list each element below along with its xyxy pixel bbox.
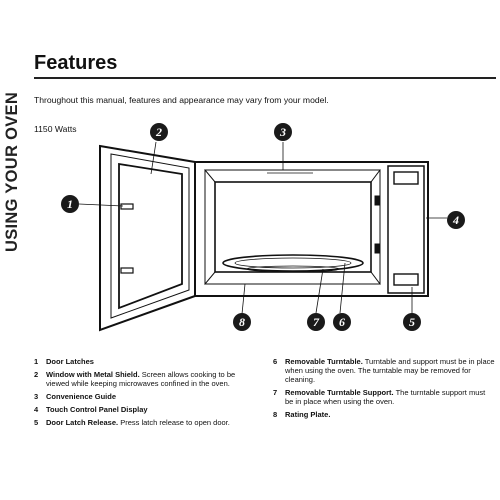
callout-2: 2 xyxy=(155,125,162,139)
convenience-guide xyxy=(263,169,317,174)
page-title: Features xyxy=(34,52,118,74)
callout-4: 4 xyxy=(452,213,459,227)
turntable xyxy=(222,254,364,273)
feature-item: 1 Door Latches xyxy=(34,357,256,366)
door-latches xyxy=(120,203,134,274)
callout-badge-2 xyxy=(150,123,168,141)
callout-badge-8 xyxy=(233,313,251,331)
feature-name: Window with Metal Shield. xyxy=(46,370,140,379)
callout-7: 7 xyxy=(313,315,320,329)
feature-list-left: 1 Door Latches 2 Window with Metal Shiel… xyxy=(34,357,256,431)
feature-name: Door Latch Release. xyxy=(46,418,119,427)
feature-name: Touch Control Panel Display xyxy=(46,405,148,414)
feature-item: 4 Touch Control Panel Display xyxy=(34,405,256,414)
control-panel xyxy=(387,165,425,294)
callout-badge-6 xyxy=(333,313,351,331)
feature-number: 3 xyxy=(34,392,39,401)
callout-badge-5 xyxy=(403,313,421,331)
feature-name: Rating Plate. xyxy=(285,410,331,419)
callout-leaders xyxy=(78,141,447,315)
callout-badge-7 xyxy=(307,313,325,331)
feature-number: 8 xyxy=(273,410,278,419)
feature-list-right: 6 Removable Turntable. Turntable and sup… xyxy=(273,357,495,423)
feature-description: Press latch release to open door. xyxy=(118,418,230,427)
feature-number: 6 xyxy=(273,357,278,366)
door-latch-release-button xyxy=(393,273,419,286)
title-divider xyxy=(34,77,496,79)
feature-number: 5 xyxy=(34,418,39,427)
microwave-door xyxy=(99,144,201,332)
feature-name: Removable Turntable Support. xyxy=(285,388,394,397)
feature-number: 2 xyxy=(34,370,39,379)
callout-3: 3 xyxy=(279,125,286,139)
feature-description: Screen allows cooking to be viewed while… xyxy=(46,370,236,388)
callout-badge-1 xyxy=(61,195,79,213)
callout-badge-3 xyxy=(274,123,292,141)
feature-item: 8 Rating Plate. xyxy=(273,410,495,419)
turntable-support xyxy=(246,265,340,273)
microwave-diagram: 1 2 3 4 5 6 7 8 xyxy=(61,123,465,332)
callout-1: 1 xyxy=(67,197,73,211)
callout-8: 8 xyxy=(239,315,245,329)
callout-5: 5 xyxy=(409,315,415,329)
feature-number: 1 xyxy=(34,357,39,366)
microwave-cabinet xyxy=(194,161,429,297)
feature-description: Turntable and support must be in place w… xyxy=(285,357,495,384)
feature-name: Door Latches xyxy=(46,357,94,366)
feature-number: 7 xyxy=(273,388,278,397)
feature-name: Convenience Guide xyxy=(46,392,117,401)
callout-badge-4 xyxy=(447,211,465,229)
side-tab-text: USING YOUR OVEN xyxy=(3,92,21,252)
feature-number: 4 xyxy=(34,405,39,414)
side-tab-section-label: USING YOUR OVEN xyxy=(0,40,22,260)
feature-name: Removable Turntable. xyxy=(285,357,363,366)
display-window xyxy=(393,171,419,185)
feature-item: 6 Removable Turntable. Turntable and sup… xyxy=(273,357,495,384)
wattage-label: 1150 Watts xyxy=(34,124,77,134)
feature-item: 3 Convenience Guide xyxy=(34,392,256,401)
intro-text: Throughout this manual, features and app… xyxy=(34,95,329,105)
feature-item: 7 Removable Turntable Support. The turnt… xyxy=(273,388,495,406)
feature-item: 5 Door Latch Release. Press latch releas… xyxy=(34,418,256,427)
feature-description: The turntable support must be in place w… xyxy=(285,388,486,406)
callout-6: 6 xyxy=(339,315,345,329)
feature-item: 2 Window with Metal Shield. Screen allow… xyxy=(34,370,256,388)
